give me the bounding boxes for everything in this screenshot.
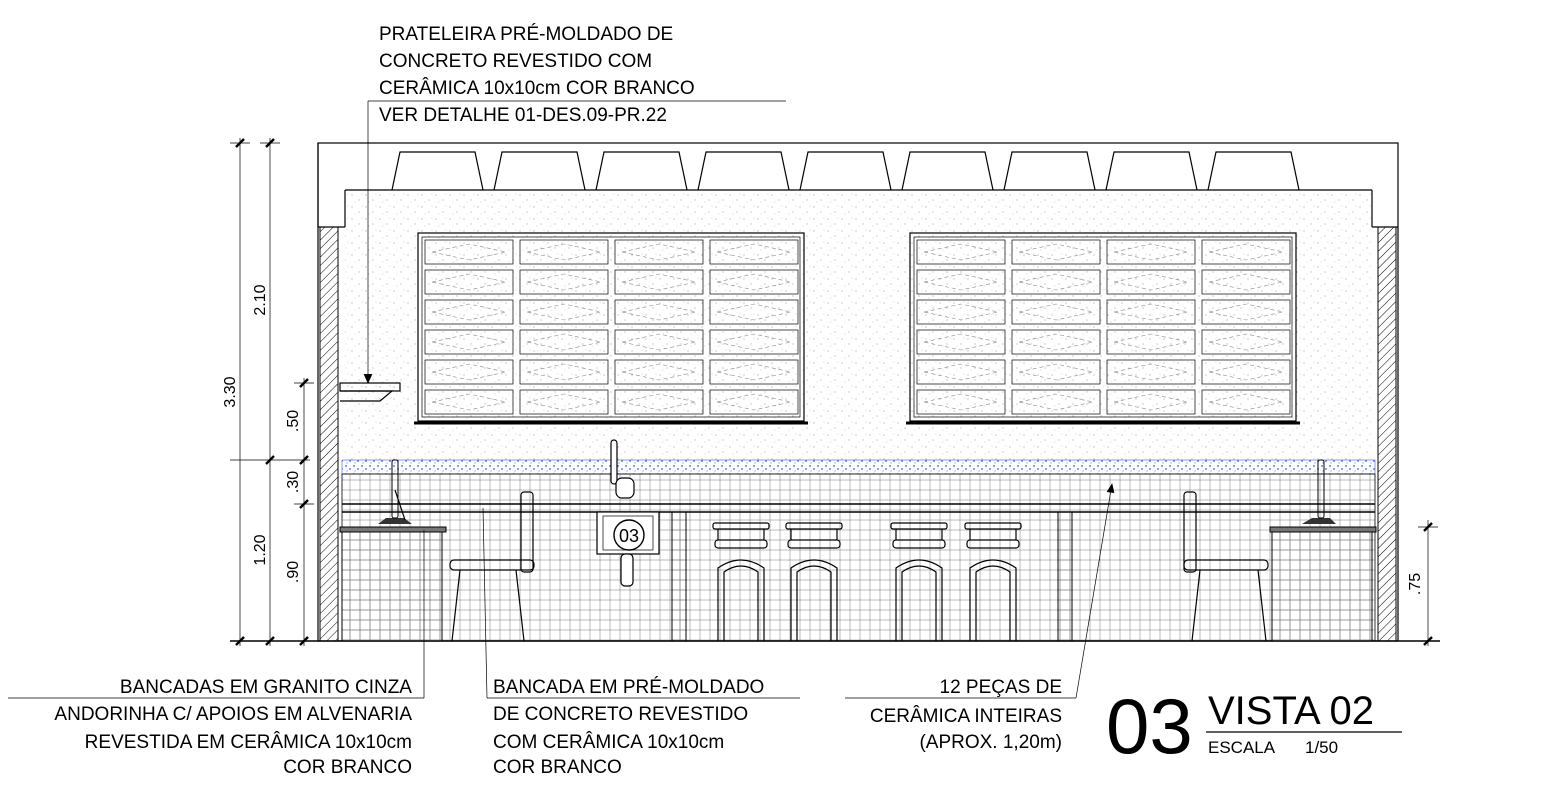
sink: 03	[596, 439, 660, 587]
scale-label: ESCALA	[1208, 738, 1276, 757]
ceramic-wall	[341, 473, 1376, 642]
title-block: 03 VISTA 02 ESCALA 1/50	[1106, 682, 1402, 770]
note-precast-line: COR BRANCO	[493, 757, 622, 778]
dim-030: .30	[285, 471, 302, 493]
note-shelf-line: CERÂMICA 10x10cm COR BRANCO	[379, 77, 695, 99]
view-number: 03	[1106, 682, 1193, 770]
dim-075: .75	[1407, 573, 1424, 595]
chair-left	[449, 491, 535, 642]
note-granite-line: BANCADAS EM GRANITO CINZA	[120, 677, 412, 698]
view-title: VISTA 02	[1208, 689, 1374, 733]
sink-tag-label: 03	[619, 526, 639, 546]
note-tiles-line: 12 PEÇAS DE	[940, 677, 1063, 698]
roof-trusses	[391, 151, 1300, 191]
window-left	[414, 232, 808, 425]
tile-band	[341, 459, 1376, 475]
note-tiles: 12 PEÇAS DE CERÂMICA INTEIRAS (APROX. 1,…	[870, 677, 1062, 753]
dimension-lines	[230, 138, 1438, 646]
note-precast-line: DE CONCRETO REVESTIDO	[493, 704, 748, 725]
dim-050: .50	[285, 410, 302, 432]
note-precast-line: COM CERÂMICA 10x10cm	[493, 731, 724, 753]
side-walls	[319, 226, 1397, 642]
window-left-grid	[424, 239, 799, 415]
bar-stool	[890, 522, 948, 641]
note-shelf-line: CONCRETO REVESTIDO COM	[379, 51, 652, 72]
note-shelf-line: PRATELEIRA PRÉ-MOLDADO DE	[379, 24, 673, 45]
note-shelf-line: VER DETALHE 01-DES.09-PR.22	[379, 105, 667, 126]
scale-value: 1/50	[1305, 738, 1338, 757]
bar-stool	[785, 522, 843, 641]
precast-shelf	[339, 382, 401, 402]
note-precast-line: BANCADA EM PRÉ-MOLDADO	[493, 677, 764, 698]
granite-counter-right	[1269, 459, 1377, 642]
note-tiles-line: CERÂMICA INTEIRAS	[870, 705, 1062, 727]
window-right	[906, 232, 1300, 425]
note-shelf: PRATELEIRA PRÉ-MOLDADO DE CONCRETO REVES…	[379, 24, 695, 126]
dim-total-height: 3.30	[222, 376, 239, 407]
bar-stool	[712, 522, 770, 641]
chair-right	[1183, 491, 1269, 642]
dim-lower: 1.20	[252, 534, 269, 565]
dim-090: .90	[285, 561, 302, 583]
leader-lines	[8, 100, 1115, 699]
note-granite-line: COR BRANCO	[283, 757, 412, 778]
granite-counter-left	[339, 459, 447, 642]
bar-stool	[964, 522, 1022, 641]
note-granite: BANCADAS EM GRANITO CINZA ANDORINHA C/ A…	[54, 677, 412, 778]
note-precast: BANCADA EM PRÉ-MOLDADO DE CONCRETO REVES…	[493, 677, 764, 778]
building-outline	[317, 142, 1399, 642]
bar-stools	[712, 522, 1022, 641]
note-granite-line: REVESTIDA EM CERÂMICA 10x10cm	[85, 731, 412, 753]
note-granite-line: ANDORINHA C/ APOIOS EM ALVENARIA	[54, 704, 412, 725]
dim-upper: 2.10	[252, 284, 269, 315]
note-tiles-line: (APROX. 1,20m)	[919, 732, 1062, 753]
